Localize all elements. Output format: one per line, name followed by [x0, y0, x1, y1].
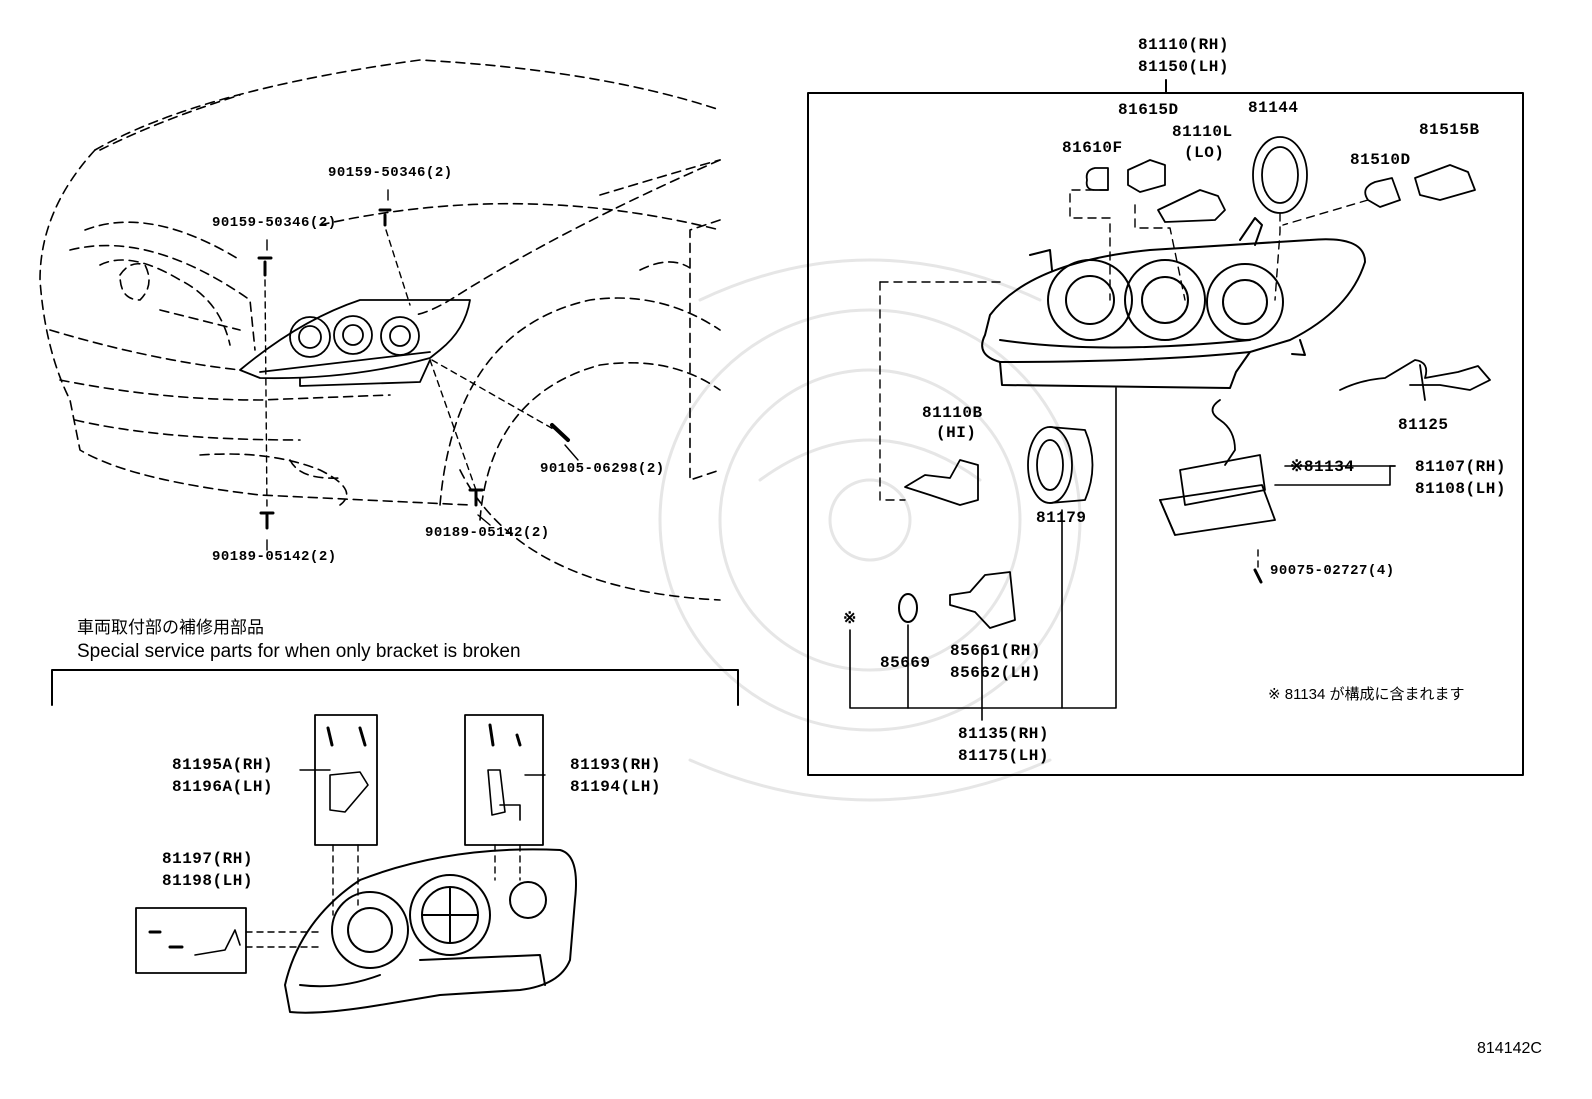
assembly-brackets: [849, 387, 1117, 721]
part-85669: 85669: [880, 654, 931, 672]
part-90159-lower: 90159-50346(2): [212, 215, 337, 231]
part-81110L: 81110L: [1172, 123, 1233, 141]
part-81134: ※81134: [1290, 458, 1355, 476]
bracket-leaders: [245, 769, 546, 948]
cap-81179: [1027, 426, 1094, 504]
part-81179: 81179: [1036, 509, 1087, 527]
car-headlamp: [239, 299, 471, 387]
socket-wire: [1339, 359, 1491, 401]
part-90159-upper: 90159-50346(2): [328, 165, 453, 181]
section-title-jp: 車両取付部の補修用部品: [77, 618, 264, 637]
part-81150: 81150(LH): [1138, 58, 1229, 76]
asterisk-mark: ※: [843, 610, 857, 628]
part-81198: 81198(LH): [162, 872, 253, 890]
part-81194: 81194(LH): [570, 778, 661, 796]
part-85661: 85661(RH): [950, 642, 1041, 660]
part-81193: 81193(RH): [570, 756, 661, 774]
part-81515B: 81515B: [1419, 121, 1480, 139]
part-90075: 90075-02727(4): [1270, 563, 1395, 579]
part-81110B-hi: (HI): [936, 424, 977, 442]
part-81615D: 81615D: [1118, 101, 1179, 119]
bracket-section-frame: [51, 669, 739, 706]
part-81610F: 81610F: [1062, 139, 1123, 157]
watermark: [658, 258, 1082, 802]
part-81510D: 81510D: [1350, 151, 1411, 169]
hid-ballast: [1159, 399, 1396, 584]
figure-code: 814142C: [1477, 1040, 1542, 1057]
part-90189-right: 90189-05142(2): [425, 525, 550, 541]
hi-bulb: [879, 281, 1001, 506]
bulb-guide-lines: [1069, 189, 1369, 301]
section-title-en: Special service parts for when only brac…: [77, 641, 521, 662]
note-81134: ※ 81134 が構成に含まれます: [1268, 686, 1465, 703]
part-81144: 81144: [1248, 99, 1299, 117]
rear-headlamp: [284, 848, 577, 1014]
part-90189-left: 90189-05142(2): [212, 549, 337, 565]
bulb-parts: [1085, 136, 1476, 223]
part-90105: 90105-06298(2): [540, 461, 665, 477]
part-81107: 81107(RH): [1415, 458, 1506, 476]
seal-ring: [898, 593, 918, 623]
part-81196A: 81196A(LH): [172, 778, 274, 796]
headlamp-assembly: [981, 217, 1366, 389]
fastener-callouts: [257, 189, 579, 551]
car-front-outline: [39, 59, 721, 601]
part-81110B: 81110B: [922, 404, 983, 422]
part-81110L-lo: (LO): [1184, 144, 1225, 162]
part-81197: 81197(RH): [162, 850, 253, 868]
part-81110: 81110(RH): [1138, 36, 1229, 54]
leveling-motor: [949, 571, 1016, 629]
bracket-parts: [148, 723, 522, 956]
part-81175: 81175(LH): [958, 747, 1049, 765]
part-81108: 81108(LH): [1415, 480, 1506, 498]
part-81195A: 81195A(RH): [172, 756, 274, 774]
part-81135: 81135(RH): [958, 725, 1049, 743]
part-85662: 85662(LH): [950, 664, 1041, 682]
bracket-boxes: [135, 714, 544, 974]
part-81125: 81125: [1398, 416, 1449, 434]
